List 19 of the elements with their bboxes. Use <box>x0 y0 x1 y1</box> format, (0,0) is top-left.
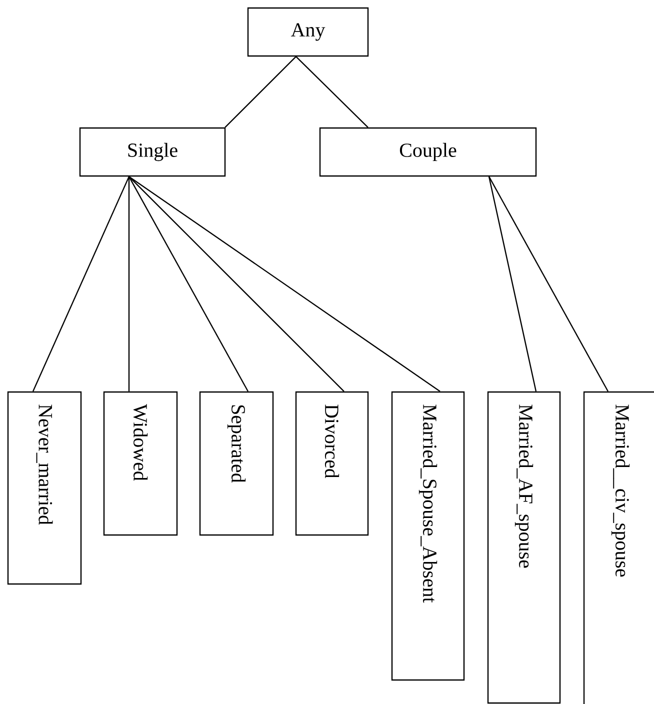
connector-line <box>128 176 440 392</box>
category-box: Widowed <box>103 391 178 536</box>
category-box: Married__civ_spouse <box>583 391 654 704</box>
connector-line <box>224 56 296 128</box>
connector-line <box>32 176 130 392</box>
category-box: Married_AF_spouse <box>487 391 561 704</box>
connector-line <box>128 176 344 392</box>
category-box: Any <box>247 7 369 57</box>
connector-line <box>128 176 249 392</box>
category-box: Divorced <box>295 391 369 536</box>
category-box: Couple <box>319 127 537 177</box>
category-box: Separated <box>199 391 274 536</box>
connector-line <box>488 176 609 392</box>
category-box: Single <box>79 127 226 177</box>
connector-line <box>296 56 368 128</box>
connector-line <box>128 176 130 392</box>
category-box: Never_married <box>7 391 82 585</box>
connector-line <box>488 176 537 392</box>
category-box: Married_Spouse_Absent <box>391 391 465 681</box>
